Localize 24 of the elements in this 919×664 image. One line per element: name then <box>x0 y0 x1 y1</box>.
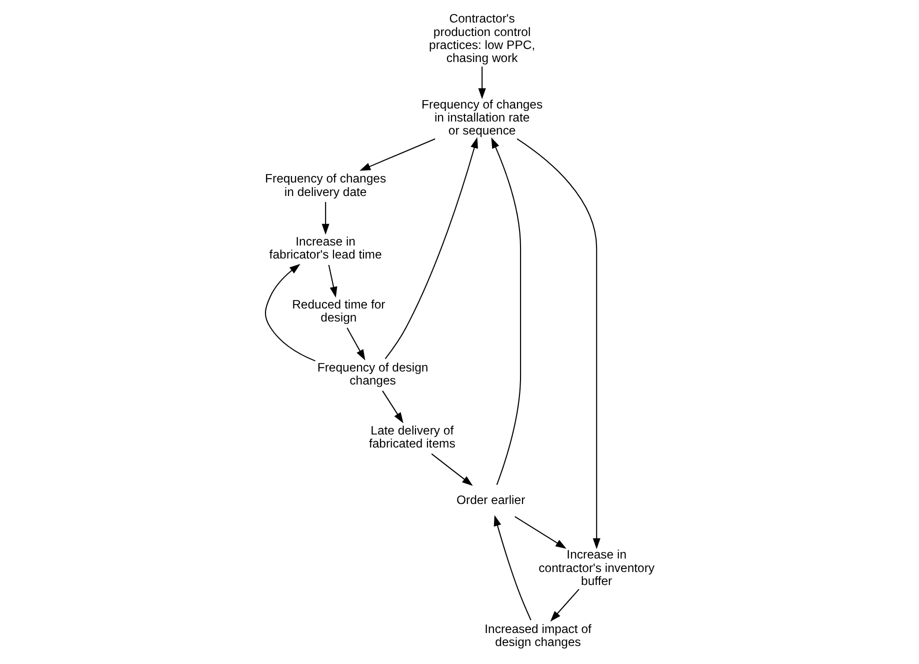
arrow <box>359 138 435 171</box>
node-text: Frequency of changes in installation rate or sequence <box>421 97 542 138</box>
arrow <box>346 328 365 360</box>
arrow <box>478 66 486 100</box>
arrow <box>430 453 472 486</box>
arrow <box>550 588 579 622</box>
node-text: Increased impact of design changes <box>484 622 591 650</box>
node-text: Order earlier <box>456 492 525 507</box>
node-text: Increase in contractor's inventory buffer <box>538 548 654 588</box>
arrow <box>384 137 478 360</box>
node-text: Late delivery of fabricated items <box>368 423 455 451</box>
arrow <box>382 390 403 424</box>
arrow <box>516 138 600 550</box>
node-text: Reduced time for design <box>292 298 385 325</box>
node-text: Contractor's production control practices: low PPC, chasing work <box>428 12 535 66</box>
node-text: Increase in fabricator's lead time <box>268 234 382 262</box>
node-text: Frequency of changes in delivery date <box>264 172 386 199</box>
arrow <box>264 264 315 362</box>
arrow <box>493 515 531 620</box>
arrow <box>321 202 329 235</box>
arrow <box>328 264 337 298</box>
node-text: Frequency of design changes <box>316 360 428 388</box>
arrow <box>490 137 521 486</box>
arrow <box>514 516 566 549</box>
